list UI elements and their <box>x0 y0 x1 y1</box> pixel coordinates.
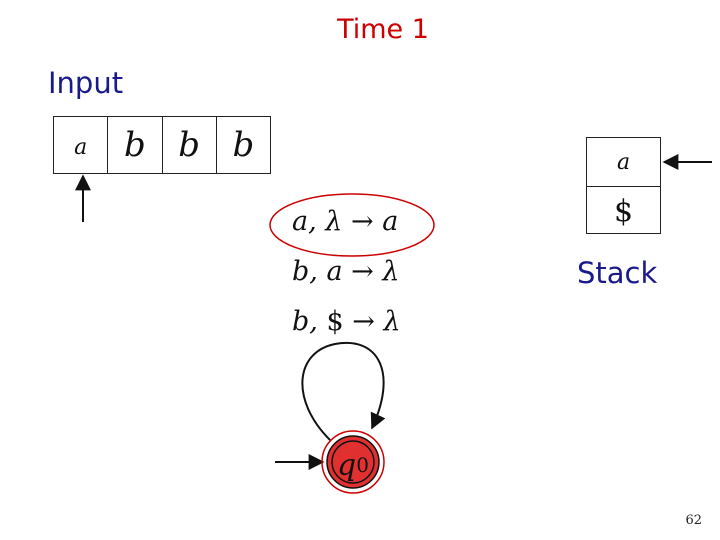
transition-push: λ <box>382 256 400 287</box>
arrow-icon: → <box>351 206 374 237</box>
tape-cell: b <box>232 125 255 165</box>
input-label: Input <box>48 66 124 100</box>
stack: a $ <box>586 137 661 234</box>
arrow-icon: → <box>351 256 374 287</box>
slide-title: Time 1 <box>337 14 429 45</box>
arrow-icon: → <box>352 306 375 337</box>
transition-label: a, λ → a <box>292 206 399 237</box>
tape-cell: b <box>163 117 217 173</box>
tape-cell: b <box>108 117 163 173</box>
transition-read: a <box>292 206 309 237</box>
transition-pop: λ <box>325 206 343 237</box>
state-highlight-ring <box>321 430 385 494</box>
self-loop-arrow <box>301 341 386 441</box>
state-inner-ring <box>331 440 375 484</box>
stack-label: Stack <box>577 256 658 290</box>
slide-number: 62 <box>685 513 702 528</box>
transition-push: λ <box>383 306 401 337</box>
stack-cell-bottom: $ <box>613 193 634 229</box>
transition-pop: $ <box>326 306 344 337</box>
state-subscript: 0 <box>356 453 369 477</box>
transition-label: b, a → λ <box>292 256 400 287</box>
transition-read: b <box>292 256 310 287</box>
input-tape: a b b b <box>53 116 271 174</box>
stack-cell-top: a <box>587 138 660 187</box>
transition-read: b <box>292 306 310 337</box>
state-q0 <box>326 435 380 489</box>
transition-label: b, $ → λ <box>292 306 401 337</box>
transition-highlight <box>269 193 435 257</box>
transition-push: a <box>382 206 399 237</box>
tape-cell: a <box>54 117 109 173</box>
transition-pop: a <box>326 256 343 287</box>
state-name: q <box>337 447 357 483</box>
